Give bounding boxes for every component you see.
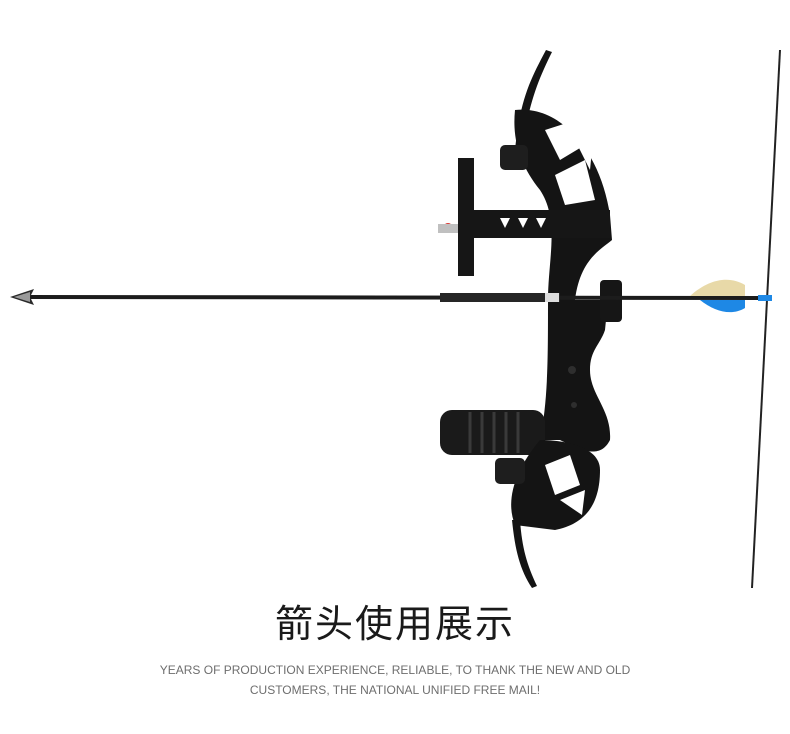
lower-limb-bolt	[495, 458, 525, 484]
arrow-shaft	[29, 295, 771, 300]
fletching-blue	[700, 300, 745, 313]
nock	[758, 295, 772, 301]
caption-subtitle-line1: YEARS OF PRODUCTION EXPERIENCE, RELIABLE…	[159, 663, 631, 677]
caption-subtitle: YEARS OF PRODUCTION EXPERIENCE, RELIABLE…	[0, 660, 790, 700]
product-photo	[10, 49, 781, 589]
sight-vertical	[458, 158, 474, 276]
shaft-label	[440, 293, 560, 302]
fletching-tan	[690, 279, 745, 296]
bow-string	[751, 49, 781, 589]
caption-subtitle-line2: CUSTOMERS, THE NATIONAL UNIFIED FREE MAI…	[249, 683, 541, 697]
caption-title: 箭头使用展示	[274, 602, 515, 646]
lower-limb	[512, 520, 537, 588]
riser-grip	[540, 300, 611, 452]
upper-limb-bolt	[500, 145, 528, 170]
arrow-rest	[600, 280, 622, 322]
